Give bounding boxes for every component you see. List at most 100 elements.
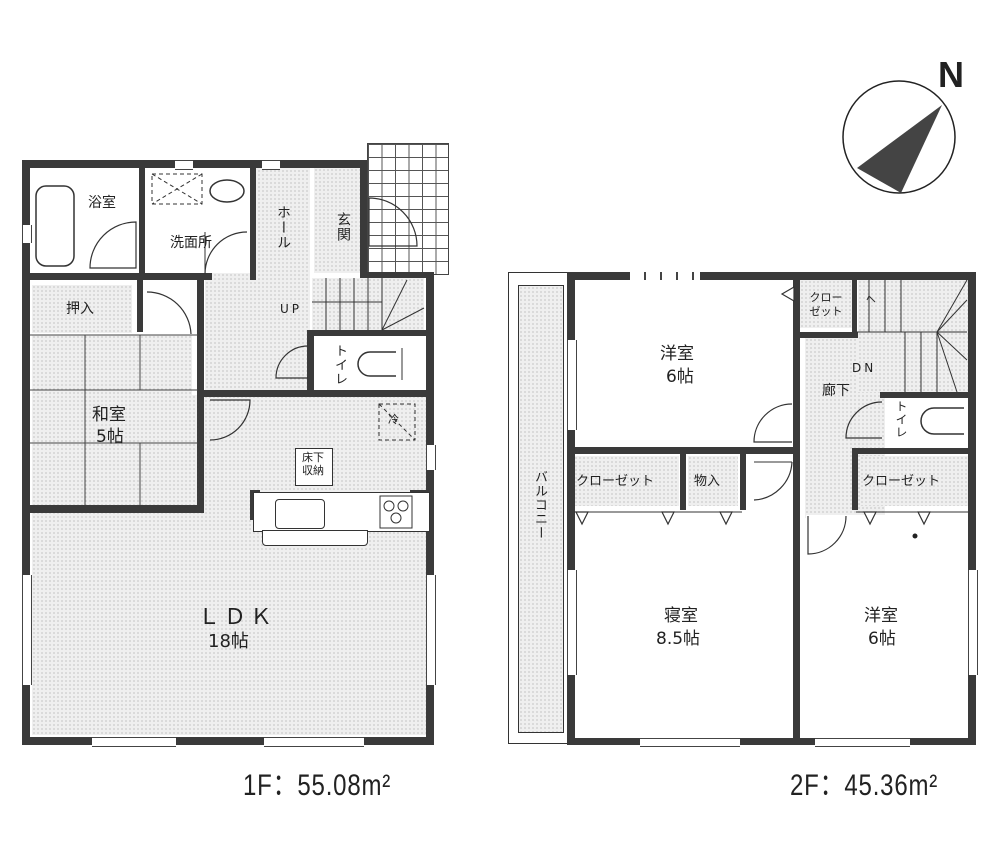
- wall: [250, 160, 256, 280]
- stove-icon: [379, 495, 413, 529]
- wall: [567, 447, 797, 454]
- window: [262, 160, 280, 170]
- door-bath[interactable]: [88, 220, 148, 280]
- wall: [360, 160, 367, 278]
- wall: [970, 310, 973, 330]
- wall: [22, 737, 434, 745]
- wall: [204, 390, 434, 397]
- floor1-plan: 冷 床下 収納 浴室 洗面所 ホール 玄関 押入 UP トイレ 和室 5帖 ＬＤ…: [0, 0, 460, 760]
- window: [630, 272, 700, 280]
- toilet-2f-label: トイレ: [894, 400, 908, 439]
- door-western1[interactable]: [750, 400, 795, 450]
- kitchen-sink-icon: [275, 499, 325, 529]
- storage-label: 物入: [694, 474, 721, 489]
- window: [264, 737, 364, 747]
- wall: [793, 280, 800, 738]
- wall: [22, 505, 204, 513]
- window: [567, 340, 577, 430]
- hall-label: ホール: [275, 205, 291, 250]
- floor2-plan: バルコニー: [508, 272, 978, 747]
- washing-machine-icon: [151, 173, 203, 205]
- underfloor-storage: [295, 448, 333, 486]
- balcony-floor: [518, 285, 564, 733]
- wall: [680, 454, 686, 510]
- kitchen-bar: [262, 530, 368, 546]
- closet-door-markers: [574, 511, 968, 539]
- window: [22, 225, 32, 243]
- bath-label: 浴室: [88, 195, 116, 211]
- closet-b-label: クローゼット: [862, 474, 941, 489]
- underfloor-storage-label: 床下 収納: [302, 451, 324, 477]
- bedroom-label: 寝室: [664, 606, 698, 626]
- window: [968, 570, 978, 675]
- compass: N: [840, 54, 980, 200]
- room-entrance: [314, 168, 366, 273]
- wall: [137, 280, 143, 332]
- western1-label: 洋室: [660, 344, 694, 364]
- tatami-lines: [30, 334, 198, 505]
- wall: [852, 280, 857, 332]
- compass-north-label: N: [938, 54, 964, 95]
- door-bedroom[interactable]: [750, 460, 795, 510]
- wall: [367, 272, 434, 278]
- bathtub-icon: [35, 185, 75, 267]
- window: [640, 738, 740, 747]
- toilet-label: トイレ: [332, 344, 347, 386]
- wall: [852, 448, 858, 510]
- floor2-area: 2F：45.36m²: [790, 769, 939, 802]
- window: [175, 160, 193, 170]
- door-western2[interactable]: [806, 514, 856, 564]
- door-ldk[interactable]: [208, 396, 253, 446]
- stairs-2f-area: [858, 280, 968, 392]
- floor1-area: 1F：55.08m²: [243, 769, 392, 802]
- stairs-dn-label: DN: [852, 361, 877, 375]
- wall: [567, 738, 975, 745]
- closet-small-label: クロー ゼット: [809, 291, 843, 318]
- wall: [197, 280, 204, 505]
- door-toilet-2f[interactable]: [842, 400, 887, 450]
- western2-size: 6帖: [868, 629, 896, 649]
- wall: [307, 330, 427, 336]
- toilet-icon: [357, 348, 403, 380]
- balcony-label: バルコニー: [532, 470, 547, 540]
- window: [92, 737, 176, 747]
- room-closet-small: [800, 280, 852, 328]
- door-washroom[interactable]: [203, 230, 253, 290]
- wall: [139, 160, 145, 280]
- wall: [793, 332, 858, 338]
- closet-label: 押入: [66, 301, 94, 317]
- door-toilet[interactable]: [274, 344, 314, 389]
- window: [22, 575, 32, 685]
- wall: [22, 160, 30, 745]
- window: [815, 738, 910, 747]
- room-closet-a: [574, 456, 679, 506]
- room-storage: [688, 456, 738, 506]
- room-bedroom: [576, 515, 794, 737]
- door-entrance[interactable]: [367, 196, 427, 256]
- room-closet-b: [860, 456, 968, 506]
- fridge-icon: [378, 403, 416, 441]
- door-closet[interactable]: [145, 290, 205, 340]
- wall: [426, 278, 434, 745]
- sink-icon: [209, 179, 245, 203]
- washitsu-label: 和室: [92, 405, 126, 425]
- room-hall: [205, 165, 310, 395]
- north-arrow-icon: [842, 80, 956, 194]
- room-washitsu: [32, 335, 192, 505]
- stairs-2f: [857, 279, 968, 393]
- entrance-label: 玄関: [335, 212, 351, 242]
- room-western1: [574, 280, 792, 445]
- wall: [307, 330, 314, 395]
- closet-a-label: クローゼット: [576, 474, 655, 489]
- wall: [880, 392, 970, 398]
- window: [567, 570, 577, 675]
- ldk-label: ＬＤＫ: [198, 605, 277, 630]
- room-western2: [806, 515, 968, 737]
- western1-size: 6帖: [666, 367, 694, 387]
- room-closet: [32, 285, 132, 333]
- window: [426, 445, 436, 470]
- washitsu-size: 5帖: [96, 427, 124, 447]
- wall: [567, 272, 975, 280]
- stairs-1f: [312, 278, 425, 331]
- wall: [968, 272, 976, 745]
